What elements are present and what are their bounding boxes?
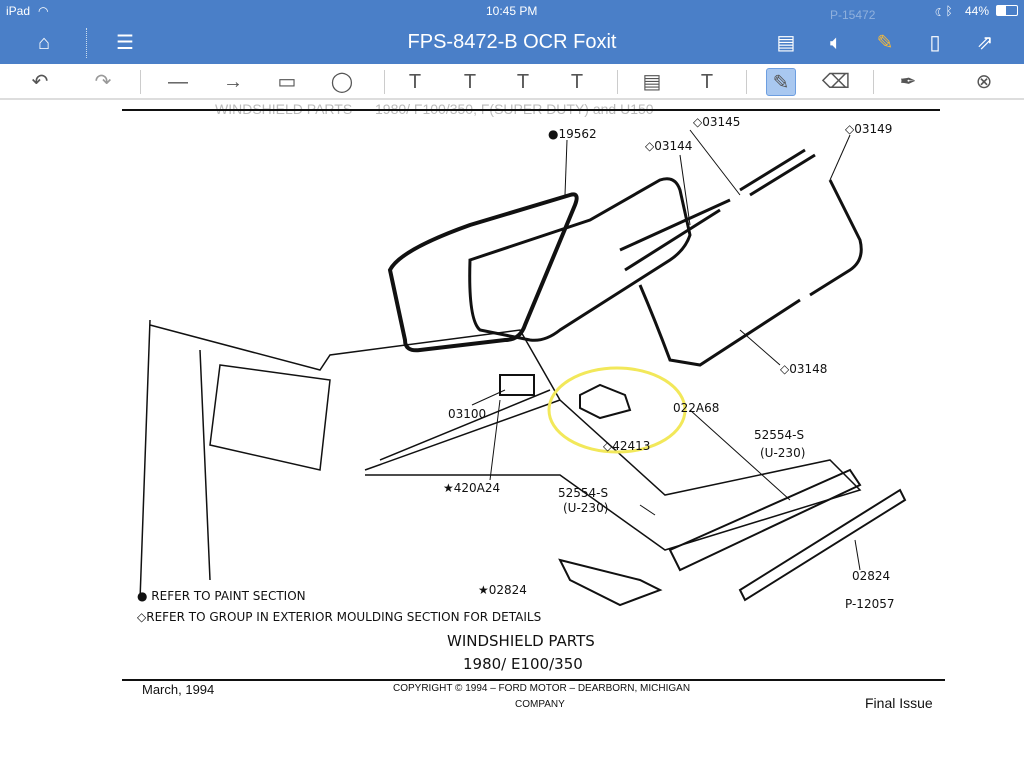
battery-icon	[996, 5, 1018, 16]
highlight-text-icon[interactable]: T	[408, 71, 422, 93]
typewriter-icon[interactable]: T	[700, 71, 714, 93]
callout: 52554-S	[558, 486, 609, 500]
underline-text-icon[interactable]: T	[570, 71, 584, 93]
windshield-diagram	[122, 109, 945, 681]
callout: 52554-S	[754, 428, 805, 442]
caption: WINDSHIELD PARTS	[447, 632, 595, 650]
divider	[617, 70, 618, 94]
note: ● REFER TO PAINT SECTION	[137, 589, 306, 603]
document-title: FPS-8472-B OCR Foxit	[407, 31, 617, 53]
divider	[873, 70, 874, 94]
divider	[86, 28, 87, 58]
callout: 022A68	[673, 401, 720, 415]
footer-issue: Final Issue	[865, 695, 933, 711]
undo-icon[interactable]: ↶	[31, 71, 49, 93]
callout: (U-230)	[760, 446, 806, 460]
callout: ◇42413	[603, 439, 651, 453]
wifi-icon: ◠	[38, 4, 49, 18]
annotation-toolbar: ↶ ↷ — → ▭ ◯ T T T T ▤ T ✎ ⌫ ✒ ⊗	[0, 64, 1024, 100]
callout: ●19562	[548, 127, 597, 141]
callout: ◇03149	[845, 122, 893, 136]
outline-list-icon[interactable]: ☰	[116, 32, 134, 54]
bluetooth-icon: ☾ ᛒ	[935, 4, 953, 18]
share-icon[interactable]: ⇗	[976, 32, 994, 54]
callout: ◇03144	[645, 139, 693, 153]
squiggly-text-icon[interactable]: T	[463, 71, 477, 93]
callout: P-12057	[845, 597, 895, 611]
note-icon[interactable]: ▤	[642, 71, 662, 93]
callout: ◇03148	[780, 362, 828, 376]
battery-percent: 44%	[965, 4, 990, 18]
footer-company: COMPANY	[515, 699, 565, 710]
status-bar: iPad ◠ 10:45 PM ☾ ᛒ 44%	[0, 0, 1024, 22]
highlight-circle-annotation	[547, 366, 687, 454]
bookmark-icon[interactable]: ▯	[929, 32, 941, 54]
callout: ◇03145	[693, 115, 741, 129]
home-icon[interactable]: ⌂	[37, 32, 51, 54]
speaker-icon[interactable]: 🔈︎	[830, 32, 842, 54]
subcaption: 1980/ E100/350	[463, 655, 583, 673]
callout: ★420A24	[443, 481, 501, 495]
nav-bar: ⌂ ☰ FPS-8472-B OCR Foxit ▤ 🔈︎ ✎ ▯ ⇗	[0, 22, 1024, 64]
signature-icon[interactable]: ✒	[899, 71, 917, 93]
callout: 02824	[852, 569, 891, 583]
strikeout-text-icon[interactable]: T	[516, 71, 530, 93]
callout: ★02824	[478, 583, 527, 597]
divider	[746, 70, 747, 94]
clock: 10:45 PM	[486, 4, 538, 18]
line-tool-icon[interactable]: —	[168, 71, 188, 93]
close-toolbar-icon[interactable]: ⊗	[975, 71, 993, 93]
page-view-icon[interactable]: ▤	[776, 32, 796, 54]
callout: 03100	[448, 407, 487, 421]
footer-date: March, 1994	[142, 682, 215, 697]
callout: (U-230)	[563, 501, 609, 515]
footer-copyright: COPYRIGHT © 1994 – FORD MOTOR – DEARBORN…	[393, 683, 691, 694]
redo-icon[interactable]: ↷	[94, 71, 112, 93]
pdf-page[interactable]: ●19562 ◇03145 ◇03149 ◇03144 ◇03148 03100…	[0, 100, 1024, 768]
pencil-tool-icon[interactable]: ✎	[766, 68, 796, 96]
divider	[384, 70, 385, 94]
note: ◇REFER TO GROUP IN EXTERIOR MOULDING SEC…	[137, 610, 542, 624]
ellipse-tool-icon[interactable]: ◯	[330, 71, 354, 93]
divider	[140, 70, 141, 94]
rectangle-tool-icon[interactable]: ▭	[277, 71, 297, 93]
arrow-tool-icon[interactable]: →	[223, 71, 243, 93]
device-name: iPad	[6, 4, 31, 18]
highlighter-icon[interactable]: ✎	[876, 32, 894, 54]
ghost-text: P-15472	[830, 8, 876, 22]
eraser-icon[interactable]: ⌫	[821, 71, 851, 93]
